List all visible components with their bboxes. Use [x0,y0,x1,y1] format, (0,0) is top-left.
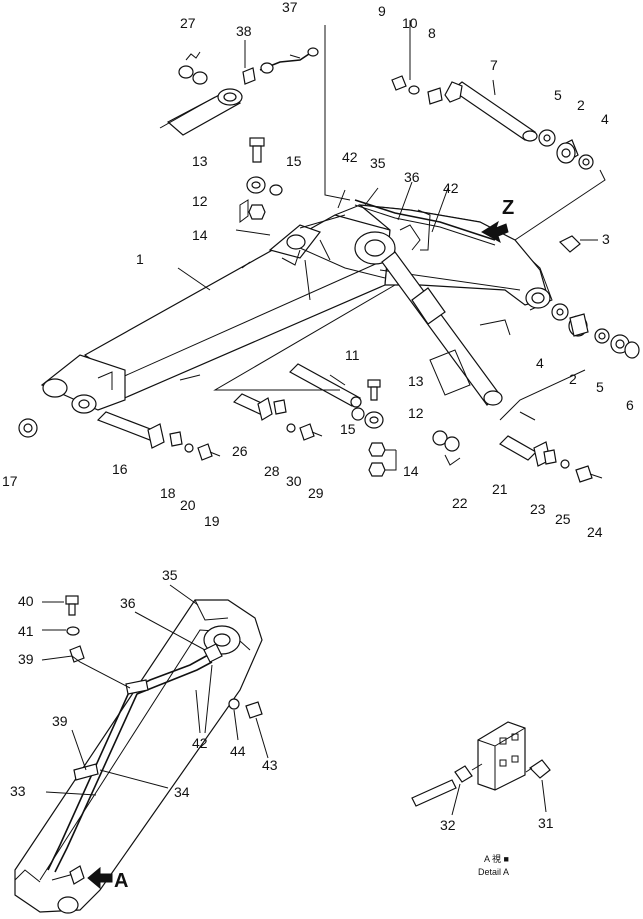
view-z-arrow: Z [481,197,514,244]
callout-24: 24 [587,524,603,540]
boom-cylinder [159,88,243,136]
callout-12a: 12 [192,193,208,209]
callout-labels-upper: 27 38 37 9 10 8 7 5 2 4 13 15 42 35 36 4… [2,0,634,540]
callout-33: 33 [10,783,26,799]
callout-4b: 4 [536,355,544,371]
upper-assembly [18,20,640,483]
callout-19: 19 [204,513,220,529]
callout-21: 21 [492,481,508,497]
callout-41: 41 [18,623,34,639]
callout-8: 8 [428,25,436,41]
arm-cylinder [381,251,511,406]
callout-40: 40 [18,593,34,609]
callout-36b: 36 [120,595,136,611]
callout-42b: 42 [443,180,459,196]
callout-6: 6 [626,397,634,413]
callout-27: 27 [180,15,196,31]
callout-12b: 12 [408,405,424,421]
callout-37: 37 [282,0,298,15]
callout-39a: 39 [18,651,34,667]
callout-17: 17 [2,473,18,489]
callout-30: 30 [286,473,302,489]
callout-15a: 15 [286,153,302,169]
callout-4a: 4 [601,111,609,127]
callout-2a: 2 [577,97,585,113]
callout-38: 38 [236,23,252,39]
callout-39b: 39 [52,713,68,729]
callout-7: 7 [490,57,498,73]
view-a-label: A [114,870,128,892]
detail-a-caption: Detail A [478,867,509,877]
callout-16: 16 [112,461,128,477]
callout-26: 26 [232,443,248,459]
callout-31: 31 [538,815,554,831]
callout-13a: 13 [192,153,208,169]
callout-35a: 35 [370,155,386,171]
view-a-arrow: A [87,866,128,892]
boom-hose-view [14,584,269,914]
callout-5a: 5 [554,87,562,103]
callout-1: 1 [136,251,144,267]
callout-14b: 14 [403,463,419,479]
callout-labels-lower: 35 36 40 41 39 39 33 34 42 44 43 [10,567,278,800]
callout-32: 32 [440,817,456,833]
view-z-label: Z [502,197,514,219]
callout-10: 10 [402,15,418,31]
callout-23: 23 [530,501,546,517]
callout-34: 34 [174,784,190,800]
callout-3: 3 [602,231,610,247]
callout-22: 22 [452,495,468,511]
callout-43: 43 [262,757,278,773]
callout-5b: 5 [596,379,604,395]
callout-11: 11 [345,347,360,363]
callout-42c: 42 [192,735,208,751]
callout-29: 29 [308,485,324,501]
callout-labels-detail: 32 31 A 視 ■ Detail A [440,815,554,877]
callout-2b: 2 [569,371,577,387]
callout-28: 28 [264,463,280,479]
callout-20: 20 [180,497,196,513]
callout-36a: 36 [404,169,420,185]
callout-18: 18 [160,485,176,501]
callout-14a: 14 [192,227,208,243]
callout-13b: 13 [408,373,424,389]
detail-a-caption-jp: A 視 ■ [484,853,509,864]
callout-44: 44 [230,743,246,759]
callout-25: 25 [555,511,571,527]
callout-35b: 35 [162,567,178,583]
detail-a-view [411,721,551,816]
callout-15b: 15 [340,421,356,437]
callout-42a: 42 [342,149,358,165]
callout-9: 9 [378,3,386,19]
